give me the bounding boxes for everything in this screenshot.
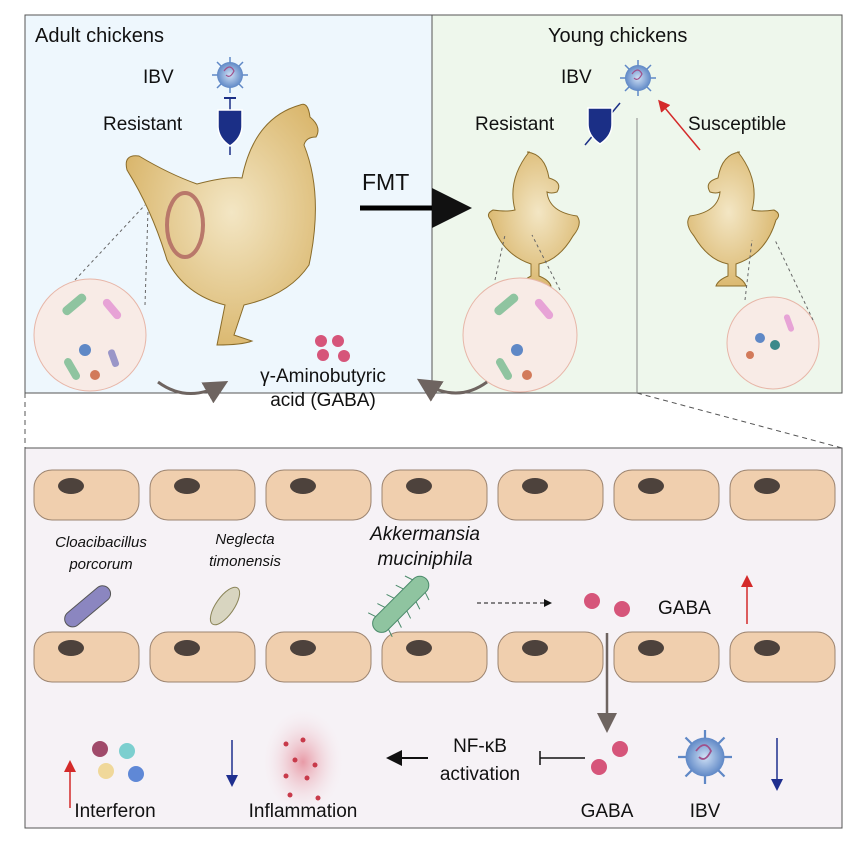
curved-arrow — [157, 380, 229, 404]
adult-title: Adult chickens — [35, 25, 164, 47]
bacteria-icons — [494, 293, 554, 380]
curved-arrow — [416, 378, 488, 402]
adult-resistant-label: Resistant — [103, 114, 183, 135]
bacteria-icons — [746, 314, 795, 359]
species-3-line1: Akkermansia — [369, 524, 480, 545]
species-1-line1: Cloacibacillus — [55, 534, 147, 551]
young-resistant-label: Resistant — [475, 114, 555, 135]
inflammation-icon — [261, 707, 345, 817]
zoom-line — [74, 204, 146, 281]
intestine-icon — [165, 191, 205, 259]
interferon-label: Interferon — [74, 801, 155, 822]
gaba-molecule — [591, 759, 607, 775]
zoom-line — [531, 234, 561, 291]
zoom-line — [774, 239, 814, 321]
gaba-molecule — [612, 741, 628, 757]
neglecta-bacterium-icon — [209, 586, 241, 626]
species-2-line1: Neglecta — [215, 531, 274, 548]
ibv-bottom-label: IBV — [690, 801, 721, 822]
epithelial-cells-top — [33, 469, 836, 521]
gaba-label-line1: γ-Aminobutyric — [260, 366, 386, 387]
species-3-line2: muciniphila — [377, 549, 472, 570]
nfkb-label-line2: activation — [440, 764, 520, 785]
fmt-label: FMT — [362, 169, 409, 195]
cloacibacillus-bacterium-icon — [64, 585, 112, 628]
gaba-molecules — [315, 335, 350, 362]
zoom-line — [636, 392, 843, 449]
young-ibv-label: IBV — [561, 67, 592, 88]
ibv-virus-icon — [676, 728, 734, 786]
species-1-line2: porcorum — [68, 556, 132, 573]
nfkb-label-line1: NF-κB — [453, 736, 507, 757]
adult-microbiota-circle — [33, 278, 147, 392]
gaba-molecule — [614, 601, 630, 617]
fmt-microbiota-circle — [462, 277, 578, 393]
susceptible-label: Susceptible — [688, 114, 786, 135]
bacteria-icons — [62, 293, 122, 380]
akkermansia-bacterium-icon — [367, 575, 430, 638]
adult-hen-illustration — [125, 103, 319, 346]
ibv-virus-icon — [211, 56, 249, 94]
gaba-bottom-label: GABA — [581, 801, 634, 822]
ibv-virus-icon — [619, 59, 657, 97]
gaba-label-line2: acid (GABA) — [270, 390, 376, 411]
species-2-line2: timonensis — [209, 553, 281, 570]
zoom-line — [744, 239, 753, 301]
interferon-molecules — [92, 741, 144, 782]
zoom-line — [144, 209, 149, 306]
zoom-line — [494, 234, 506, 281]
epithelial-cells-bottom — [33, 631, 836, 683]
young-title: Young chickens — [548, 25, 687, 47]
adult-ibv-label: IBV — [143, 67, 174, 88]
gaba-molecule — [584, 593, 600, 609]
susceptible-arrow — [658, 99, 701, 151]
gaba-top-label: GABA — [658, 598, 711, 619]
inflammation-label: Inflammation — [249, 801, 358, 822]
